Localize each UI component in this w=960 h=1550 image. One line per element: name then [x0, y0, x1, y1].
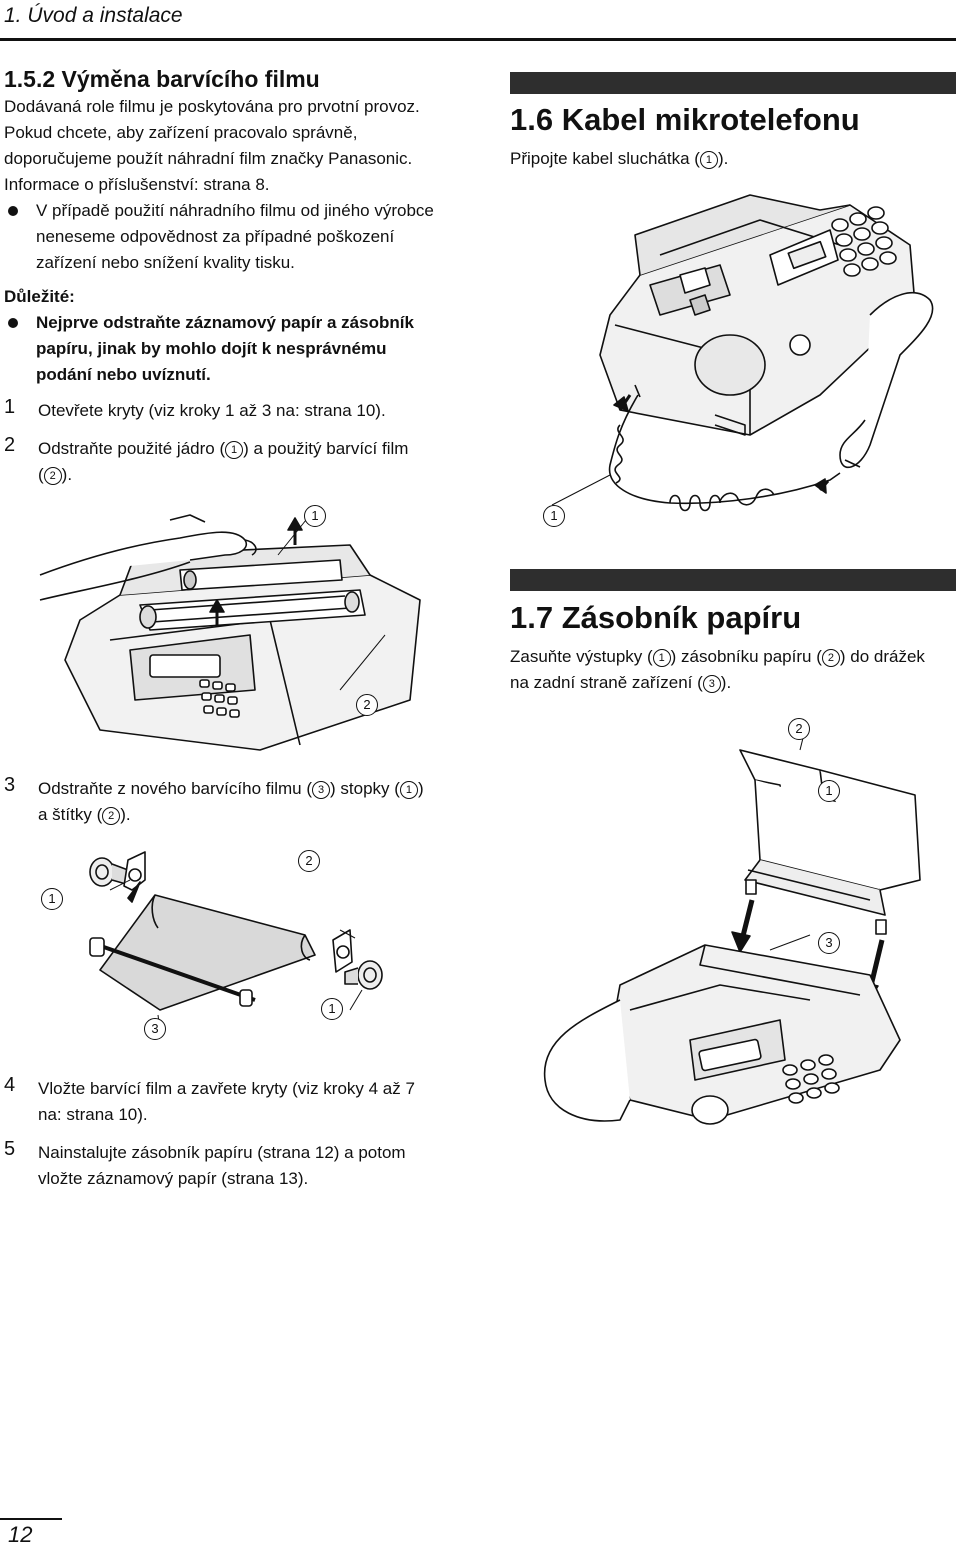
- bullet-replacement-film: V případě použití náhradního filmu od ji…: [8, 198, 478, 276]
- step-text: Nainstalujte zásobník papíru (strana 12)…: [38, 1143, 406, 1162]
- intro-line: Dodávaná role filmu je poskytována pro p…: [4, 97, 420, 116]
- ref-number: 2: [43, 467, 62, 485]
- important-bullet: Nejprve odstraňte záznamový papír a záso…: [8, 310, 478, 388]
- callout-1: 1: [321, 998, 343, 1020]
- step-text: ) a použitý barvící film: [243, 439, 409, 458]
- text: Připojte kabel sluchátka (: [510, 149, 700, 168]
- page-number: 12: [8, 1522, 33, 1547]
- section-title-1-6: 1.6 Kabel mikrotelefonu: [510, 102, 860, 137]
- step-text: na: strana 10).: [38, 1105, 148, 1124]
- intro-line: Informace o příslušenství: strana 8.: [4, 175, 270, 194]
- step-text: vložte záznamový papír (strana 13).: [38, 1169, 309, 1188]
- callout-number: 1: [41, 888, 63, 910]
- ref-number: 1: [225, 441, 244, 459]
- step-text: ): [417, 779, 424, 798]
- step-number: 3: [4, 774, 16, 796]
- callout-number: 3: [818, 932, 840, 954]
- step-text: Odstraňte použité jádro (: [38, 439, 226, 458]
- figure-film-roll: [89, 851, 383, 1031]
- callout-1: 1: [543, 505, 565, 527]
- callout-number: 1: [321, 998, 343, 1020]
- callout-2: 2: [356, 694, 378, 716]
- step-text: Vložte barvící film a zavřete kryty (viz…: [38, 1079, 415, 1098]
- step-text: ) stopky (: [330, 779, 400, 798]
- text: ) do drážek: [839, 647, 925, 666]
- step-2: 2 Odstraňte použité jádro (1) a použitý …: [4, 434, 474, 488]
- figure-paper-tray: [543, 729, 921, 1125]
- callout-1: 1: [818, 780, 840, 802]
- step-text: ).: [120, 805, 131, 824]
- step-3: 3 Odstraňte z nového barvícího filmu (3)…: [4, 774, 474, 828]
- callout-1: 1: [41, 888, 63, 910]
- callout-number: 2: [298, 850, 320, 872]
- step-5: 5 Nainstalujte zásobník papíru (strana 1…: [4, 1138, 474, 1192]
- section-bar: [510, 569, 956, 591]
- callout-number: 1: [818, 780, 840, 802]
- callout-number: 3: [144, 1018, 166, 1040]
- ref-number: 2: [821, 649, 840, 667]
- footer-rule: [0, 1518, 62, 1520]
- bullet-line: neneseme odpovědnost za případné poškoze…: [36, 227, 395, 246]
- important-line: podání nebo uvíznutí.: [36, 365, 211, 384]
- ref-number: 1: [399, 781, 418, 799]
- figure-handset-cord: [551, 194, 934, 512]
- text: ) zásobníku papíru (: [670, 647, 822, 666]
- ref-number: 1: [699, 151, 718, 169]
- callout-2: 2: [298, 850, 320, 872]
- callout-2: 2: [788, 718, 810, 740]
- step-text: a štítky (: [38, 805, 103, 824]
- section-bar: [510, 72, 956, 94]
- ref-number: 2: [102, 807, 121, 825]
- bullet-line: V případě použití náhradního filmu od ji…: [36, 201, 434, 220]
- handset-cord-instruction: Připojte kabel sluchátka (1).: [510, 146, 728, 172]
- important-line: papíru, jinak by mohlo dojít k nesprávné…: [36, 339, 387, 358]
- ref-number: 1: [652, 649, 671, 667]
- callout-3: 3: [818, 932, 840, 954]
- text: Zasuňte výstupky (: [510, 647, 653, 666]
- important-label: Důležité:: [4, 287, 75, 306]
- step-number: 2: [4, 434, 16, 456]
- section-title-1-7: 1.7 Zásobník papíru: [510, 600, 802, 635]
- callout-number: 1: [543, 505, 565, 527]
- step-text: Otevřete kryty (viz kroky 1 až 3 na: str…: [38, 401, 386, 420]
- figure-remove-film: [39, 514, 421, 751]
- header-rule: [0, 38, 956, 41]
- callout-1: 1: [304, 505, 326, 527]
- text: ).: [717, 149, 729, 168]
- intro-paragraph: Dodávaná role filmu je poskytována pro p…: [4, 94, 474, 198]
- ref-number: 3: [312, 781, 331, 799]
- callout-number: 2: [788, 718, 810, 740]
- section-title-1-5-2: 1.5.2 Výměna barvícího filmu: [4, 66, 320, 92]
- bullet-line: zařízení nebo snížení kvality tisku.: [36, 253, 295, 272]
- step-number: 1: [4, 396, 16, 418]
- intro-line: doporučujeme použít náhradní film značky…: [4, 149, 413, 168]
- bullet-dot: [8, 318, 18, 328]
- step-text: Odstraňte z nového barvícího filmu (: [38, 779, 313, 798]
- ref-number: 3: [702, 675, 721, 693]
- step-text: ).: [61, 465, 73, 484]
- intro-line: Pokud chcete, aby zařízení pracovalo spr…: [4, 123, 358, 142]
- step-number: 4: [4, 1074, 16, 1096]
- important-line: Nejprve odstraňte záznamový papír a záso…: [36, 313, 414, 332]
- callout-3: 3: [144, 1018, 166, 1040]
- step-1: 1 Otevřete kryty (viz kroky 1 až 3 na: s…: [4, 396, 474, 424]
- callout-number: 1: [304, 505, 326, 527]
- running-header: 1. Úvod a instalace: [4, 4, 183, 27]
- text: ).: [720, 673, 732, 692]
- callout-number: 2: [356, 694, 378, 716]
- text: na zadní straně zařízení (: [510, 673, 703, 692]
- step-text: (: [38, 465, 44, 484]
- step-number: 5: [4, 1138, 16, 1160]
- paper-tray-instruction: Zasuňte výstupky (1) zásobníku papíru (2…: [510, 644, 956, 696]
- step-4: 4 Vložte barvící film a zavřete kryty (v…: [4, 1074, 474, 1128]
- bullet-dot: [8, 206, 18, 216]
